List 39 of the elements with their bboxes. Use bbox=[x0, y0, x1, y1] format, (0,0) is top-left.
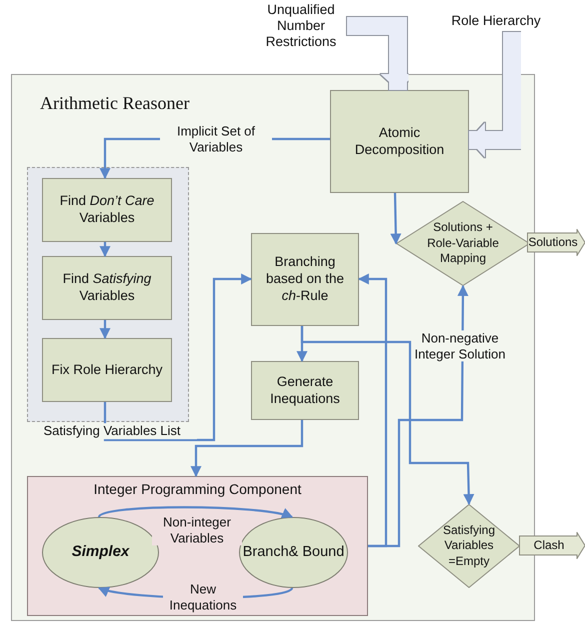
ellipse-text: Branch& Bound bbox=[242, 543, 344, 562]
arrow bbox=[190, 420, 304, 478]
component-panel bbox=[27, 476, 368, 616]
arrow bbox=[100, 242, 110, 258]
arrow bbox=[98, 506, 294, 520]
process-box bbox=[42, 256, 172, 320]
arrow bbox=[390, 192, 402, 245]
input-label: Role Hierarchy bbox=[440, 10, 552, 32]
arrow-text: Clash bbox=[534, 538, 566, 554]
process-box bbox=[330, 90, 469, 193]
box-text: Fix Role Hierarchy bbox=[50, 362, 164, 378]
process-box bbox=[251, 233, 359, 326]
input-label: Unqualified Number Restrictions bbox=[255, 0, 347, 52]
process-box bbox=[42, 338, 172, 402]
panel-title: Integer Programming Component bbox=[92, 481, 302, 498]
arrow bbox=[368, 284, 468, 548]
diamond-text: Solutions + Role-Variable Mapping bbox=[426, 220, 500, 267]
box-text: Branching based on the ch-Rule bbox=[264, 254, 346, 305]
process-box bbox=[251, 361, 359, 420]
arrow bbox=[104, 274, 252, 442]
edge-label: Non-integer Variables bbox=[152, 514, 242, 546]
ellipse-text: Simplex bbox=[72, 543, 130, 562]
arrow bbox=[358, 274, 388, 548]
arrow bbox=[100, 320, 110, 340]
group-box bbox=[27, 167, 189, 422]
box-text: Find Satisfying Variables bbox=[62, 271, 152, 305]
panel-title: Arithmetic Reasoner bbox=[40, 93, 190, 114]
box-text: Atomic Decomposition bbox=[354, 124, 446, 158]
arrow bbox=[300, 326, 474, 506]
box-text: Generate Inequations bbox=[269, 374, 341, 408]
edge-label: Implicit Set of Variables bbox=[160, 123, 272, 155]
decision-diamond bbox=[396, 201, 530, 286]
arrow-text: Solutions bbox=[528, 234, 579, 250]
decision-diamond bbox=[418, 504, 520, 588]
diamond-text: Satisfying Variables =Empty bbox=[442, 522, 496, 570]
output-arrow bbox=[519, 532, 585, 559]
process-box bbox=[42, 178, 172, 242]
output-arrow bbox=[527, 229, 585, 256]
box-text: Find Don’t Care Variables bbox=[58, 193, 156, 227]
